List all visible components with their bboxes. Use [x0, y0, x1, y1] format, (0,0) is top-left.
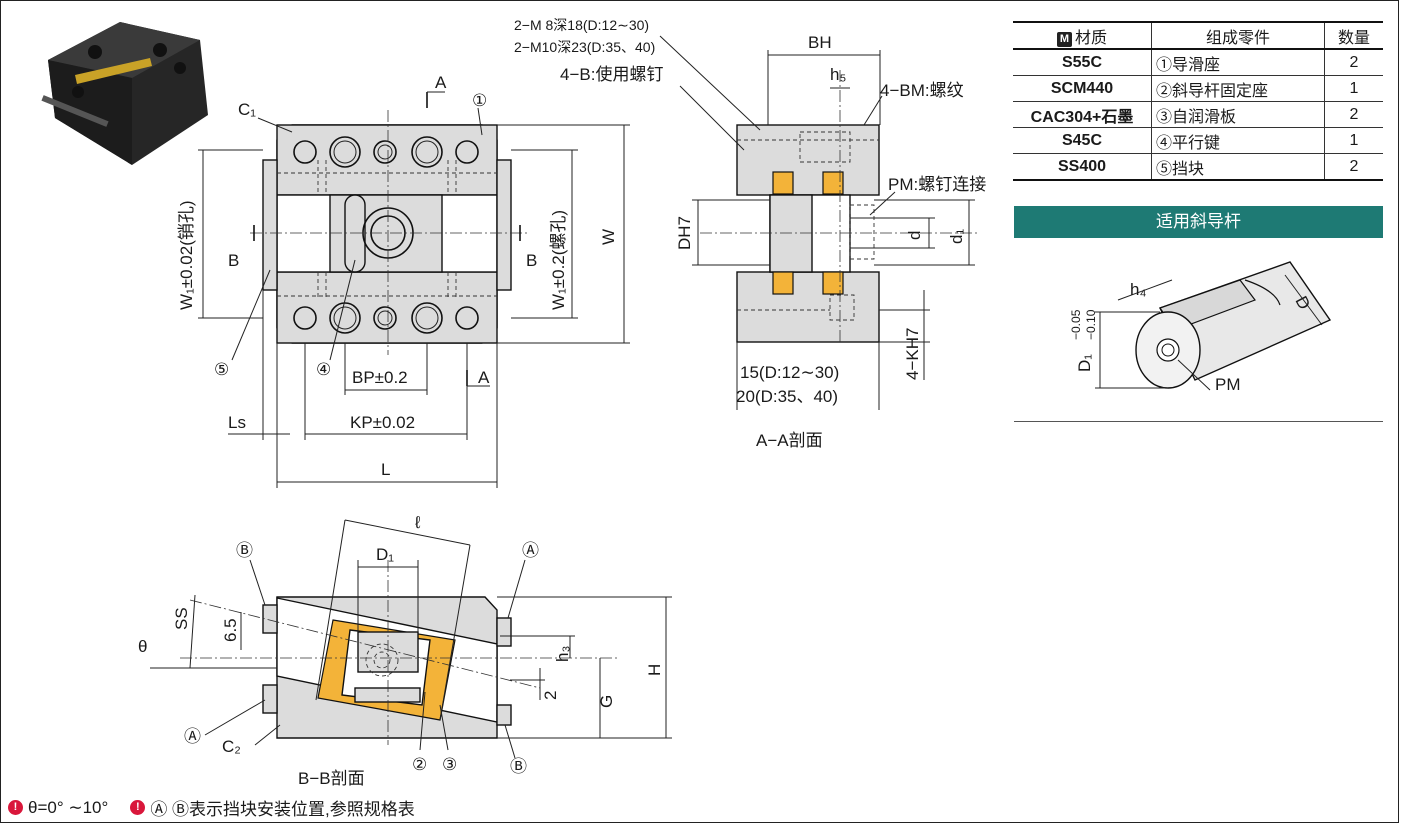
- label-screw-line2: 2−M10深23(D:35、40): [514, 39, 655, 55]
- table-row: SCM440 ②斜导杆固定座 1: [1013, 75, 1383, 102]
- table-row: S45C ④平行键 1: [1013, 127, 1383, 154]
- label-w1-screw: W₁±0.2(螺孔): [549, 210, 568, 310]
- label-bm: 4−BM:螺纹: [880, 81, 964, 100]
- label-dim-20: 20(D:35、40): [736, 387, 838, 406]
- cell-material: CAC304+石墨: [1013, 101, 1152, 128]
- label-h: H: [645, 664, 664, 676]
- label-b-screw: 4−B:使用螺钉: [560, 64, 663, 84]
- cell-qty: 2: [1324, 153, 1383, 181]
- label-kh7: 4−KH7: [903, 328, 922, 380]
- pin-label-h4: h₄: [1130, 280, 1146, 299]
- label-theta: θ: [138, 637, 147, 656]
- label-w: W: [599, 229, 618, 245]
- callout-a-bottom: Ⓐ: [184, 727, 201, 746]
- label-a-top: A: [435, 73, 447, 92]
- cell-part: ②斜导杆固定座: [1151, 75, 1325, 102]
- pin-label-d1: D₁: [1075, 354, 1094, 372]
- cell-part: ⑤挡块: [1151, 153, 1325, 181]
- cell-part: ④平行键: [1151, 127, 1325, 154]
- note-stopper: ! Ⓐ Ⓑ表示挡块安装位置,参照规格表: [130, 795, 415, 820]
- table-row: S55C ①导滑座 2: [1013, 49, 1383, 76]
- section-aa-title: A−A剖面: [756, 431, 823, 450]
- label-6-5: 6.5: [221, 618, 240, 642]
- note-theta-text: θ=0° ∼10°: [28, 797, 109, 817]
- callout-a-top: Ⓐ: [522, 541, 539, 560]
- note-theta: ! θ=0° ∼10°: [8, 798, 108, 818]
- label-kp: KP±0.02: [350, 413, 415, 432]
- material-badge-icon: M: [1056, 31, 1072, 47]
- label-g: G: [597, 695, 616, 708]
- label-ls: Ls: [228, 413, 246, 432]
- cell-material: SCM440: [1013, 75, 1152, 102]
- callout-1: ①: [472, 91, 487, 110]
- callout-2: ②: [412, 755, 427, 774]
- label-l: L: [381, 460, 390, 479]
- pin-label-tol-upper: −0.05: [1069, 309, 1083, 340]
- callout-5: ⑤: [214, 360, 229, 379]
- applicable-pin-drawing: [1095, 261, 1332, 391]
- callout-4: ④: [316, 360, 331, 379]
- label-two: 2: [541, 691, 560, 700]
- label-bp: BP±0.2: [352, 368, 408, 387]
- label-b-right: B: [526, 251, 537, 270]
- label-h3: h₃: [553, 646, 572, 662]
- product-photo: [41, 22, 208, 165]
- header-parts: 组成零件: [1151, 22, 1325, 50]
- cell-qty: 2: [1324, 101, 1383, 128]
- section-bb-drawing: [150, 519, 672, 759]
- table-row: SS400 ⑤挡块 2: [1013, 153, 1383, 181]
- label-c1: C₁: [238, 100, 256, 119]
- cell-qty: 1: [1324, 75, 1383, 102]
- cell-material: SS400: [1013, 153, 1152, 181]
- label-dh7: DH7: [675, 216, 694, 250]
- label-d: d: [905, 231, 924, 240]
- warning-icon: !: [130, 800, 146, 815]
- pin-label-pm: PM: [1215, 375, 1241, 394]
- label-d1: d₁: [947, 229, 966, 244]
- callout-b-top: Ⓑ: [236, 541, 253, 560]
- label-bh: BH: [808, 33, 832, 52]
- label-c2: C₂: [222, 737, 241, 756]
- label-screw-line1: 2−M 8深18(D:12∼30): [514, 17, 649, 33]
- callout-3: ③: [442, 755, 457, 774]
- label-dim-15: 15(D:12∼30): [740, 363, 839, 382]
- pin-label-tol-lower: −0.10: [1084, 309, 1098, 340]
- cell-material: S45C: [1013, 127, 1152, 154]
- label-d1-bb: D₁: [376, 545, 394, 564]
- footer-notes: ! θ=0° ∼10° ! Ⓐ Ⓑ表示挡块安装位置,参照规格表: [8, 795, 415, 820]
- applicable-pin-header: 适用斜导杆: [1014, 206, 1383, 238]
- table-row: CAC304+石墨 ③自润滑板 2: [1013, 101, 1383, 128]
- cell-material: S55C: [1013, 49, 1152, 76]
- top-view: [198, 91, 630, 488]
- section-bb-title: B−B剖面: [298, 769, 365, 788]
- label-h5: h₅: [830, 65, 846, 84]
- label-a-bottom: A: [478, 368, 490, 387]
- warning-icon: !: [8, 800, 23, 815]
- label-w1-pin: W₁±0.02(销孔): [177, 200, 196, 310]
- section-aa-drawing: [659, 35, 980, 410]
- note-stopper-text: Ⓐ Ⓑ表示挡块安装位置,参照规格表: [150, 800, 415, 819]
- applicable-divider: [1014, 421, 1383, 422]
- cell-part: ①导滑座: [1151, 49, 1325, 76]
- label-pm-connection: PM:螺钉连接: [888, 175, 986, 194]
- callout-b-bottom: Ⓑ: [510, 757, 527, 776]
- header-material-text: 材质: [1074, 29, 1107, 47]
- header-qty: 数量: [1324, 22, 1383, 50]
- label-ss: SS: [172, 607, 191, 630]
- cell-qty: 2: [1324, 49, 1383, 76]
- label-b-left: B: [228, 251, 239, 270]
- label-ell: ℓ: [414, 513, 421, 532]
- cell-qty: 1: [1324, 127, 1383, 154]
- cell-part: ③自润滑板: [1151, 101, 1325, 128]
